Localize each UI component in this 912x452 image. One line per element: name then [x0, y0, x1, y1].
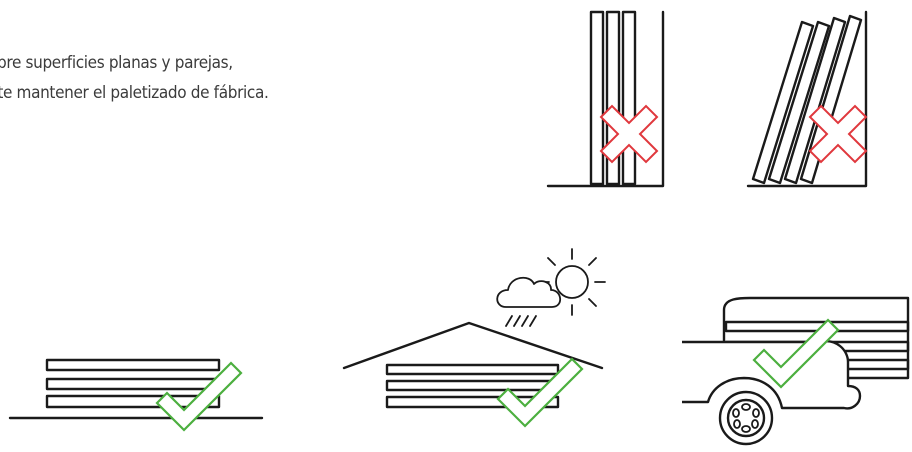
wall-and-floor	[546, 10, 665, 188]
check-mark-icon	[496, 357, 584, 428]
storage-instructions: obre superficies planas y parejas, nte m…	[0, 48, 366, 108]
wall-and-floor	[746, 10, 868, 188]
vertical-storage-illustration	[546, 10, 665, 188]
covered-storage-illustration	[342, 248, 606, 428]
cross-mark-icon	[808, 104, 868, 164]
flat-storage-illustration	[8, 358, 264, 432]
instruction-line-2: nte mantener el paletizado de fábrica.	[0, 83, 269, 103]
cross-mark-icon	[599, 104, 659, 164]
check-mark-icon	[752, 318, 840, 389]
instruction-line-1: obre superficies planas y parejas,	[0, 53, 233, 73]
check-mark-icon	[155, 361, 243, 432]
leaning-panels	[751, 14, 863, 185]
leaning-storage-illustration	[746, 10, 868, 188]
trailer-wheel	[718, 390, 774, 446]
vertical-panels	[589, 10, 637, 186]
trailer-transport-illustration	[682, 296, 910, 446]
cloud-rain-sun-icon	[496, 248, 606, 327]
roof	[342, 321, 604, 370]
